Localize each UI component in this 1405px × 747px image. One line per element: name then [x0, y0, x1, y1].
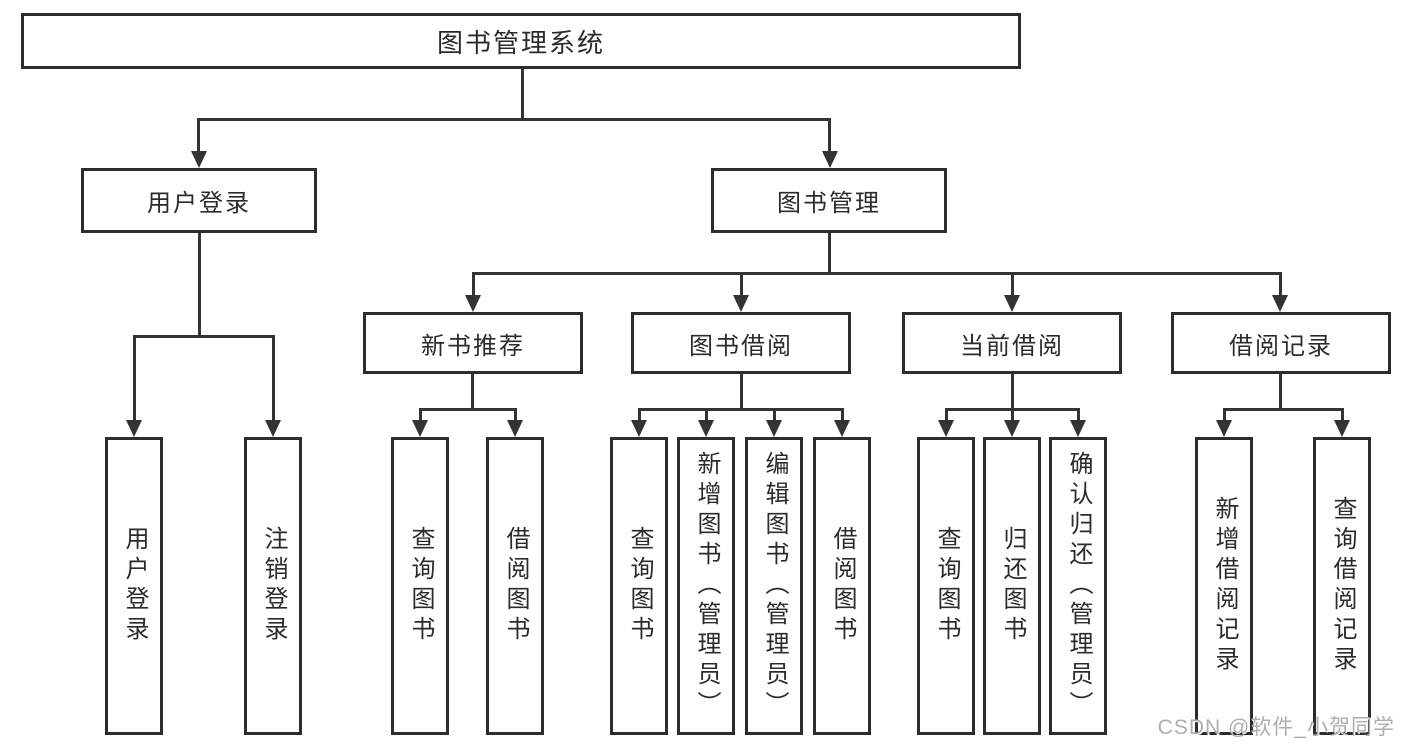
node-label: 确认归还（管理员） — [1065, 451, 1092, 721]
arrow-down-icon — [191, 151, 207, 168]
node-label: 用户登录 — [147, 190, 251, 217]
node-label: 图书借阅 — [689, 332, 793, 360]
leaf-user-login: 用户登录 — [105, 437, 163, 735]
node-book-borrow: 图书借阅 — [631, 312, 851, 374]
connector-line — [133, 335, 136, 421]
connector-line — [828, 118, 831, 152]
connector-line — [472, 272, 1282, 275]
node-label: 注销登录 — [260, 526, 287, 646]
node-label: 新增借阅记录 — [1211, 496, 1238, 676]
node-book-management: 图书管理 — [711, 168, 947, 233]
arrow-down-icon — [733, 295, 749, 312]
arrow-down-icon — [1334, 420, 1350, 437]
connector-line — [419, 408, 422, 421]
arrow-down-icon — [465, 295, 481, 312]
connector-line — [1011, 408, 1014, 421]
connector-line — [773, 408, 776, 421]
node-new-book-recommend: 新书推荐 — [363, 312, 583, 374]
node-label: 查询图书 — [407, 526, 434, 646]
node-current-borrow: 当前借阅 — [902, 312, 1122, 374]
leaf-current-query-book: 查询图书 — [917, 437, 975, 735]
arrow-down-icon — [938, 420, 954, 437]
connector-line — [197, 118, 200, 152]
connector-line — [198, 233, 201, 335]
connector-line — [740, 272, 743, 296]
connector-line — [638, 408, 844, 411]
connector-line — [514, 408, 517, 421]
connector-line — [1223, 408, 1226, 421]
connector-line — [1279, 374, 1282, 408]
connector-line — [828, 233, 831, 272]
node-label: 查询借阅记录 — [1329, 496, 1356, 676]
node-label: 图书管理 — [777, 190, 881, 217]
arrow-down-icon — [507, 420, 523, 437]
leaf-current-confirm-return-admin: 确认归还（管理员） — [1049, 437, 1107, 735]
node-label: 用户登录 — [121, 526, 148, 646]
node-label: 借阅图书 — [502, 526, 529, 646]
node-label: 新增图书（管理员） — [693, 451, 720, 721]
node-label: 查询图书 — [626, 526, 653, 646]
arrow-down-icon — [1216, 420, 1232, 437]
arrow-down-icon — [698, 420, 714, 437]
node-borrow-records: 借阅记录 — [1171, 312, 1391, 374]
connector-line — [1223, 408, 1344, 411]
arrow-down-icon — [1004, 295, 1020, 312]
arrow-down-icon — [126, 420, 142, 437]
leaf-recommend-query-book: 查询图书 — [391, 437, 449, 735]
csdn-watermark: CSDN @软件_小贺同学 — [1157, 716, 1395, 739]
leaf-current-return-book: 归还图书 — [983, 437, 1041, 735]
node-label: 图书管理系统 — [436, 27, 605, 58]
leaf-borrow-borrow-book: 借阅图书 — [813, 437, 871, 735]
leaf-recommend-borrow-book: 借阅图书 — [486, 437, 544, 735]
connector-line — [272, 335, 275, 421]
leaf-records-add-record: 新增借阅记录 — [1195, 437, 1253, 735]
node-label: 借阅记录 — [1229, 332, 1333, 360]
connector-line — [419, 408, 517, 411]
arrow-down-icon — [412, 420, 428, 437]
arrow-down-icon — [265, 420, 281, 437]
node-label: 归还图书 — [999, 526, 1026, 646]
node-label: 查询图书 — [933, 526, 960, 646]
node-label: 编辑图书（管理员） — [761, 451, 788, 721]
leaf-borrow-add-book-admin: 新增图书（管理员） — [677, 437, 735, 735]
arrow-down-icon — [1004, 420, 1020, 437]
connector-line — [1011, 374, 1014, 408]
arrow-down-icon — [631, 420, 647, 437]
leaf-borrow-query-book: 查询图书 — [610, 437, 668, 735]
connector-line — [638, 408, 641, 421]
node-user-login: 用户登录 — [81, 168, 317, 233]
connector-line — [471, 374, 474, 408]
leaf-records-query-record: 查询借阅记录 — [1313, 437, 1371, 735]
connector-line — [841, 408, 844, 421]
node-label: 当前借阅 — [960, 332, 1064, 360]
connector-line — [1341, 408, 1344, 421]
connector-line — [1011, 272, 1014, 296]
arrow-down-icon — [834, 420, 850, 437]
connector-line — [705, 408, 708, 421]
arrow-down-icon — [1070, 420, 1086, 437]
node-label: 新书推荐 — [421, 332, 525, 360]
arrow-down-icon — [822, 151, 838, 168]
arrow-down-icon — [766, 420, 782, 437]
leaf-logout: 注销登录 — [244, 437, 302, 735]
leaf-borrow-edit-book-admin: 编辑图书（管理员） — [745, 437, 803, 735]
connector-line — [133, 335, 275, 338]
arrow-down-icon — [1272, 295, 1288, 312]
node-root-system: 图书管理系统 — [21, 13, 1021, 69]
connector-line — [1077, 408, 1080, 421]
node-label: 借阅图书 — [829, 526, 856, 646]
connector-line — [472, 272, 475, 296]
connector-line — [740, 374, 743, 408]
connector-line — [197, 118, 831, 121]
connector-line — [521, 69, 524, 118]
connector-line — [945, 408, 948, 421]
connector-line — [1279, 272, 1282, 296]
